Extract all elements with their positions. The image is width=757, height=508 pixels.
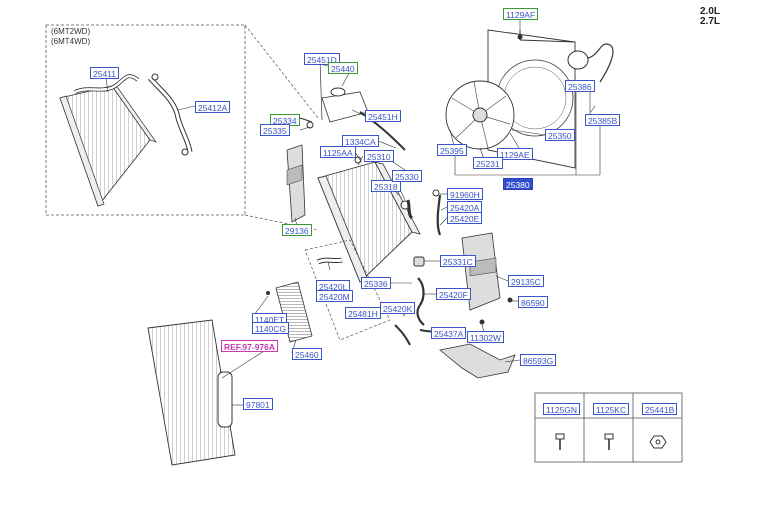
part-label-1334CA[interactable]: 1334CA <box>342 135 379 147</box>
part-label-1129AE[interactable]: 1129AE <box>497 148 533 160</box>
part-label-25440[interactable]: 25440 <box>328 62 358 74</box>
part-label-25385B[interactable]: 25385B <box>585 114 621 126</box>
part-label-1129AF[interactable]: 1129AF <box>503 8 539 20</box>
fan-motor <box>517 30 614 83</box>
part-label-25451H[interactable]: 25451H <box>365 110 401 122</box>
part-label-25437A[interactable]: 25437A <box>431 327 467 339</box>
part-label-1125AA[interactable]: 1125AA <box>320 146 356 158</box>
part-label-25350[interactable]: 25350 <box>545 129 575 141</box>
part-label-25420K[interactable]: 25420K <box>380 302 416 314</box>
hose-group-box <box>304 239 391 341</box>
part-label-25411[interactable]: 25411 <box>90 67 120 79</box>
part-label-86590[interactable]: 86590 <box>518 296 548 308</box>
condenser <box>147 319 236 466</box>
part-label-25386[interactable]: 25386 <box>565 80 595 92</box>
part-label-25231[interactable]: 25231 <box>473 157 503 169</box>
bolt-icon <box>555 433 565 450</box>
cooling-fan <box>445 80 515 150</box>
variant-note-1: (6MT2WD) <box>51 27 91 36</box>
part-label-86593G[interactable]: 86593G <box>520 354 557 366</box>
part-label-25335[interactable]: 25335 <box>260 124 290 136</box>
part-label-25420E[interactable]: 25420E <box>447 212 483 224</box>
legend-label-25441B[interactable]: 25441B <box>642 403 678 415</box>
part-label-25412A[interactable]: 25412A <box>195 101 231 113</box>
reservoir <box>299 59 406 151</box>
part-label-91960H[interactable]: 91960H <box>447 188 483 200</box>
part-label-11302W[interactable]: 11302W <box>467 331 505 343</box>
lower-tray <box>439 343 516 379</box>
part-label-25395[interactable]: 25395 <box>437 144 467 156</box>
part-label-29136[interactable]: 29136 <box>282 224 312 236</box>
part-label-25336[interactable]: 25336 <box>361 277 391 289</box>
nut-icon <box>649 435 667 449</box>
bracket-left <box>286 144 306 223</box>
part-label-25330[interactable]: 25330 <box>392 170 422 182</box>
part-label-25318[interactable]: 25318 <box>371 180 401 192</box>
engine-version-2: 2.7L <box>700 16 721 27</box>
variant-note-2: (6MT4WD) <box>51 37 91 46</box>
part-label-25420M[interactable]: 25420M <box>316 290 353 302</box>
engine-version-1: 2.0L <box>700 6 721 17</box>
part-label-25331C[interactable]: 25331C <box>440 255 476 267</box>
bolt-icon <box>604 433 614 450</box>
part-label-25380[interactable]: 25380 <box>503 178 533 190</box>
bracket-right <box>461 232 513 325</box>
part-label-25481H[interactable]: 25481H <box>345 307 381 319</box>
legend-label-1125KC[interactable]: 1125KC <box>593 403 630 415</box>
part-label-25460[interactable]: 25460 <box>292 348 322 360</box>
variant-radiator <box>59 73 193 207</box>
legend-label-1125GN[interactable]: 1125GN <box>543 403 581 415</box>
part-label-97801[interactable]: 97801 <box>243 398 273 410</box>
part-label-29135C[interactable]: 29135C <box>508 275 544 287</box>
part-label-25310[interactable]: 25310 <box>364 150 394 162</box>
part-label-1140CG[interactable]: 1140CG <box>252 322 290 334</box>
part-label-25420F[interactable]: 25420F <box>436 288 471 300</box>
reference-link-97-976A[interactable]: REF.97-976A <box>221 340 279 352</box>
